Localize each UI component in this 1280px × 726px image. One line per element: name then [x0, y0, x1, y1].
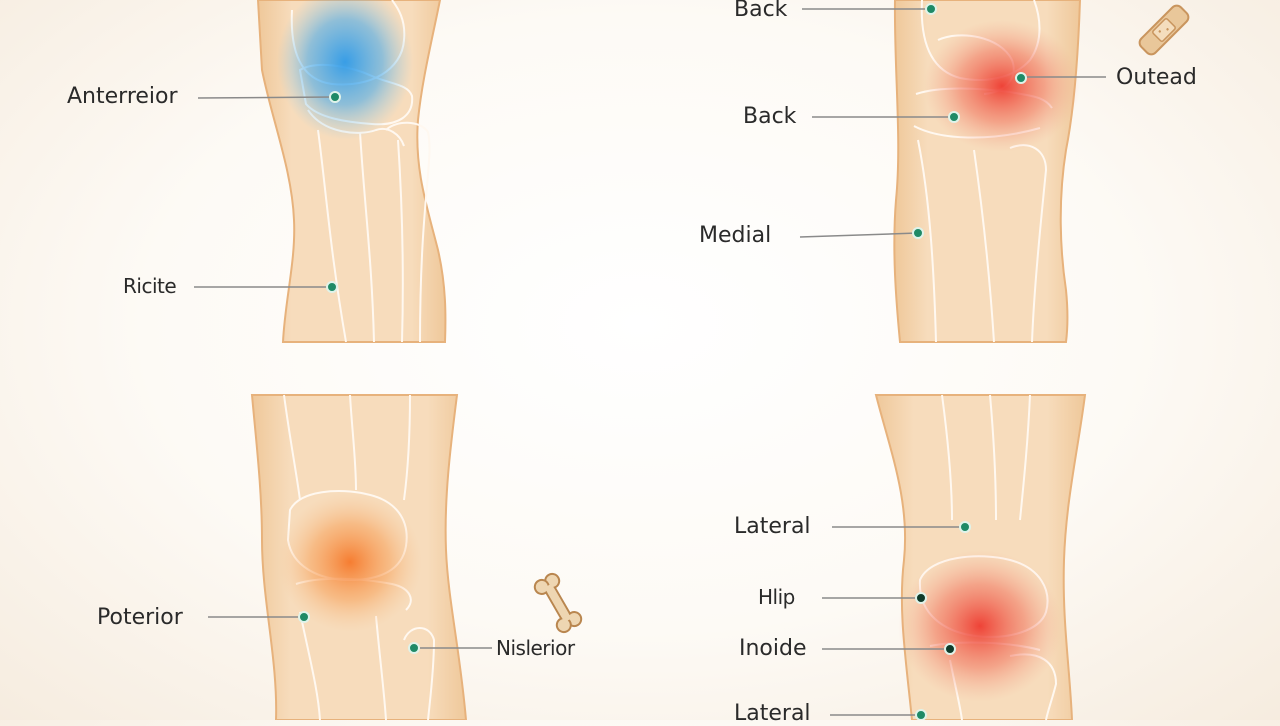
marker-dot	[298, 611, 310, 623]
label-outead: Outead	[1116, 65, 1197, 90]
label-ricite: Ricite	[123, 274, 177, 298]
marker-dot	[948, 111, 960, 123]
label-lateral-top: Lateral	[734, 514, 811, 539]
leg-top-left	[256, 0, 447, 343]
leader-lines	[194, 8, 1106, 716]
label-anterior: Anterreior	[67, 84, 178, 109]
marker-dot	[329, 91, 341, 103]
marker-dot	[915, 709, 927, 720]
label-inside: Inoide	[739, 636, 807, 661]
marker-dot	[915, 592, 927, 604]
label-poterior: Poterior	[97, 605, 183, 630]
marker-dot	[944, 643, 956, 655]
label-hlip: Hlip	[758, 585, 795, 609]
pain-area-red	[924, 20, 1080, 152]
pain-area-blue	[277, 0, 413, 140]
marker-dot	[1015, 72, 1027, 84]
leg-bottom-left	[250, 394, 468, 720]
label-lateral-bottom: Lateral	[734, 701, 811, 726]
marker-dots	[298, 3, 1027, 720]
marker-dot	[408, 642, 420, 654]
leg-top-right	[893, 0, 1082, 343]
label-back-mid: Back	[743, 104, 797, 129]
bandage-icon	[1138, 4, 1190, 56]
label-medial: Medial	[699, 223, 772, 248]
label-back-top: Back	[734, 0, 788, 22]
pain-area-orange	[278, 492, 422, 632]
label-nislerior: Nislerior	[496, 636, 575, 660]
bone-icon	[533, 572, 583, 634]
leg-bottom-right	[874, 394, 1087, 720]
marker-dot	[326, 281, 338, 293]
marker-dot	[925, 3, 937, 15]
pain-area-red	[898, 550, 1062, 702]
marker-dot	[959, 521, 971, 533]
marker-dot	[912, 227, 924, 239]
